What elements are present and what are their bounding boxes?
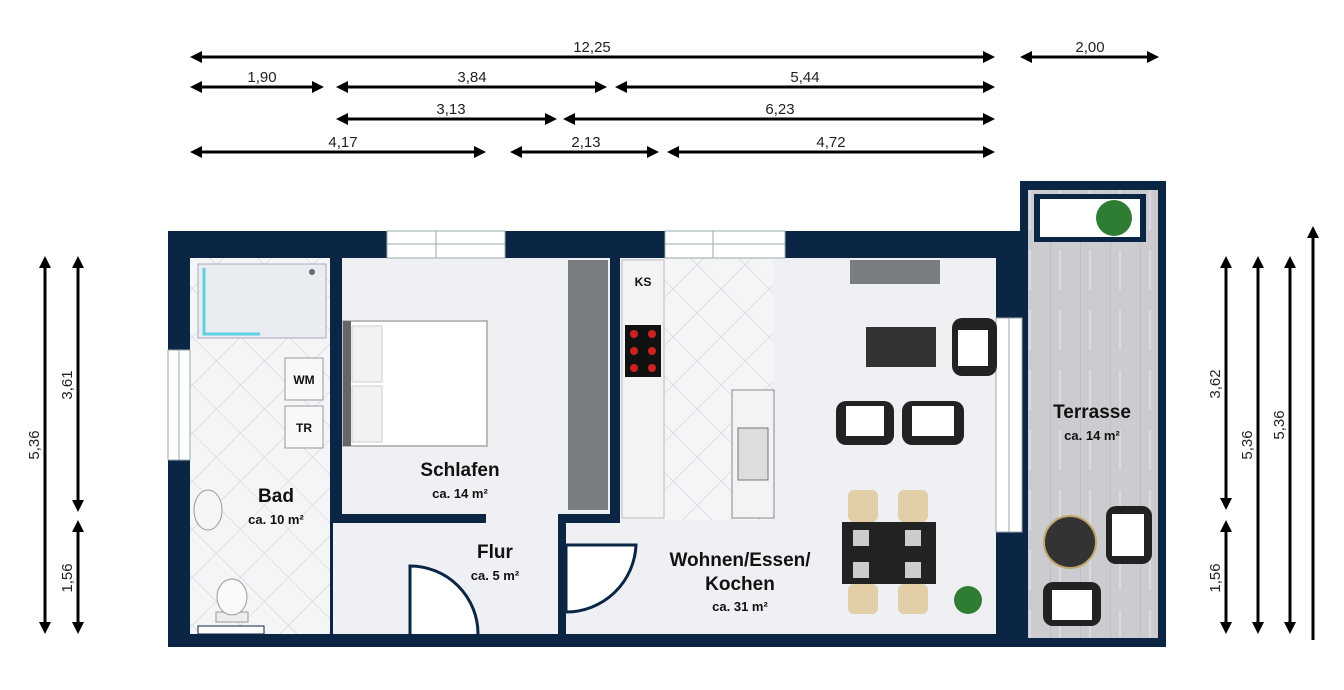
dim-label: 2,00 [1075, 39, 1104, 56]
dim-label: 4,17 [328, 134, 357, 151]
room-area-schlafen: ca. 14 m² [432, 486, 488, 501]
window-icon [167, 230, 1023, 533]
room-area-wohnen: ca. 31 m² [712, 599, 768, 614]
table-icon [842, 490, 936, 614]
door-opening [486, 513, 558, 525]
dryer [284, 405, 324, 449]
wall [330, 514, 610, 523]
room-area-bad: ca. 10 m² [248, 512, 304, 527]
dim-label: 5,36 [26, 430, 43, 459]
dim-label: 12,25 [573, 39, 611, 56]
bed-icon [342, 320, 488, 447]
plant-icon [954, 586, 982, 614]
dim-label: 1,56 [1207, 563, 1224, 592]
room-area-terrasse: ca. 14 m² [1064, 428, 1120, 443]
door-icon[interactable] [408, 564, 480, 635]
washer [284, 357, 324, 401]
dim-label: 1,56 [59, 563, 76, 592]
plant-icon [1034, 194, 1146, 242]
table-icon [1043, 515, 1097, 569]
toilet-icon [215, 578, 249, 623]
washer-label: WM [293, 373, 314, 387]
stove-icon [625, 325, 661, 377]
dim-label: 3,61 [59, 370, 76, 399]
room-area-flur: ca. 5 m² [471, 568, 520, 583]
dim-label: 5,36 [1239, 430, 1256, 459]
door-icon[interactable] [564, 543, 638, 614]
bath-step [197, 625, 265, 635]
dim-label: 3,84 [457, 69, 486, 86]
chair-icon [836, 318, 1152, 626]
dim-label: 6,23 [765, 101, 794, 118]
kitchen-counter [621, 259, 665, 519]
dim-label: 2,13 [571, 134, 600, 151]
shower-icon [197, 263, 327, 339]
dim-label: 5,44 [790, 69, 819, 86]
wall [330, 520, 333, 634]
room-name-flur: Flur [477, 542, 513, 563]
dim-label: 1,90 [247, 69, 276, 86]
wall [558, 523, 566, 634]
room-name-bad: Bad [258, 486, 294, 507]
table-icon [866, 327, 936, 367]
wardrobe [568, 260, 608, 510]
tv-board [850, 260, 940, 284]
dim-label: 3,13 [436, 101, 465, 118]
sink-icon [193, 489, 223, 531]
dimension-labels: 12,25 2,00 1,90 3,84 5,44 3,13 6,23 4,17… [26, 39, 1288, 593]
dryer-label: TR [296, 421, 312, 435]
dim-label: 5,36 [1271, 410, 1288, 439]
wall [610, 258, 620, 523]
fridge-label: KS [635, 275, 652, 289]
dim-label: 4,72 [816, 134, 845, 151]
room-name-schlafen: Schlafen [420, 460, 499, 481]
room-name-wohnen: Wohnen/Essen/ [669, 550, 811, 571]
wall [330, 258, 342, 520]
dim-label: 3,62 [1207, 369, 1224, 398]
dimension-lines [39, 51, 1296, 634]
room-name-terrasse: Terrasse [1053, 402, 1131, 423]
sink-icon [737, 427, 769, 481]
room-name-wohnen-2: Kochen [705, 574, 775, 595]
